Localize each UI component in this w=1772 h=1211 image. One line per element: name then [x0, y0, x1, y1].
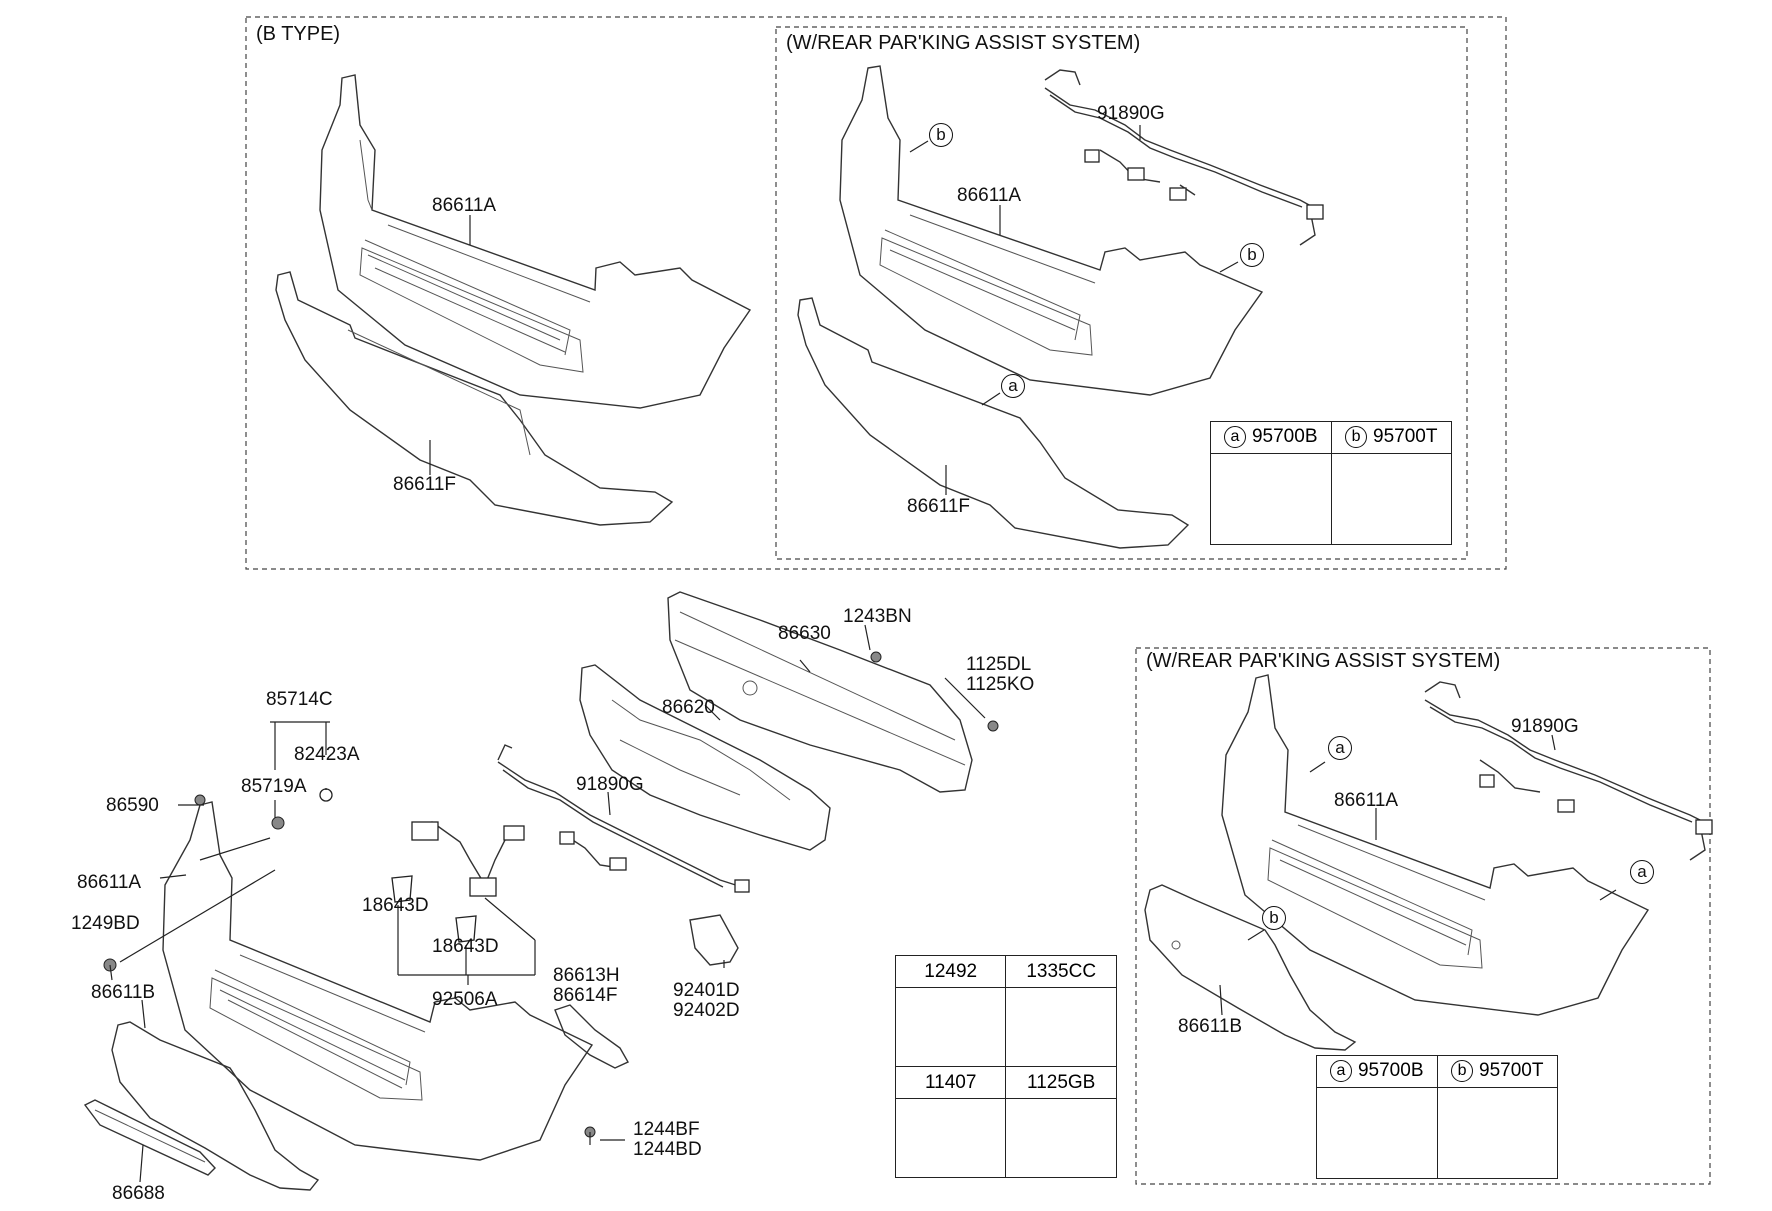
fastener-1125GB: 1125GB — [1005, 1066, 1117, 1099]
fastener-key-table: 12492 1335CC 11407 1125GB — [894, 955, 1117, 1178]
part-label-18643D: 18643D — [432, 936, 499, 957]
bumper-cover-b-type — [319, 74, 752, 409]
part-label-1243BN: 1243BN — [843, 606, 912, 627]
part-label-86620: 86620 — [662, 697, 715, 718]
part-label-86688: 86688 — [112, 1183, 165, 1204]
part-label-1244BD: 1244BD — [633, 1139, 702, 1160]
bumper-beam — [667, 591, 973, 793]
grille-strip — [83, 1099, 216, 1176]
sensor-harness-main — [497, 744, 750, 893]
callout-b: b — [1262, 906, 1286, 930]
part-label-85714C: 85714C — [266, 689, 333, 710]
section-title-b-type: (B TYPE) — [256, 23, 341, 45]
part-label-86611B: 86611B — [1178, 1016, 1243, 1037]
energy-absorber — [579, 664, 831, 851]
part-label-86614F: 86614F — [553, 985, 618, 1006]
part-label-1125KO: 1125KO — [966, 674, 1035, 695]
part-label-91890G: 91890G — [576, 774, 644, 795]
section-title-parking-assist-bottom: (W/REAR PAR'KING ASSIST SYSTEM) — [1146, 650, 1501, 672]
lower-skirt-parking-assist-bottom — [1144, 884, 1357, 1051]
part-label-86611F: 86611F — [393, 474, 457, 495]
part-label-86611A: 86611A — [1334, 790, 1399, 811]
section-title-parking-assist-top: (W/REAR PAR'KING ASSIST SYSTEM) — [786, 32, 1141, 54]
part-label-86611F: 86611F — [907, 496, 971, 517]
section-box-b-type — [245, 16, 1507, 570]
part-label-86590: 86590 — [106, 795, 159, 816]
callout-a: a — [1001, 374, 1025, 398]
callout-a: a — [1328, 736, 1352, 760]
bumper-cover-parking-assist-bottom — [1221, 674, 1650, 1016]
part-label-86613H: 86613H — [553, 965, 620, 986]
part-label-86611A: 86611A — [77, 872, 142, 893]
part-label-85719A: 85719A — [241, 776, 307, 797]
lower-skirt-parking-assist-top — [797, 297, 1190, 549]
callout-a: a — [1630, 860, 1654, 884]
side-bracket — [554, 1004, 629, 1069]
reflector — [689, 914, 739, 966]
part-label-92506A: 92506A — [432, 989, 498, 1010]
part-label-86611A: 86611A — [957, 185, 1022, 206]
bumper-cover-main — [162, 801, 594, 1161]
part-label-92401D: 92401D — [673, 980, 740, 1001]
part-label-91890G: 91890G — [1511, 716, 1579, 737]
part-label-91890G: 91890G — [1097, 103, 1165, 124]
part-label-1125DL: 1125DL — [966, 654, 1032, 675]
callout-b: b — [929, 123, 953, 147]
lower-skirt-main — [111, 1021, 320, 1191]
fastener-1335CC: 1335CC — [1005, 955, 1117, 988]
license-lamp-wiring — [391, 821, 525, 943]
part-label-18643D: 18643D — [362, 895, 429, 916]
fastener-12492: 12492 — [894, 955, 1007, 988]
lower-skirt-b-type — [275, 271, 674, 526]
bumper-cover-parking-assist-top — [839, 65, 1264, 396]
part-label-86611A: 86611A — [432, 195, 497, 216]
callout-b: b — [1240, 243, 1264, 267]
leader-lines-right — [1219, 734, 1617, 1016]
part-label-86630: 86630 — [778, 623, 831, 644]
hardware-bottom — [103, 651, 999, 1145]
leader-lines-top — [429, 125, 1239, 495]
leader-lines-bottom — [119, 624, 986, 1183]
section-box-parking-assist-top — [775, 26, 1468, 560]
sensor-harness-top — [1044, 69, 1324, 246]
part-label-1249BD: 1249BD — [71, 913, 140, 934]
fastener-11407: 11407 — [894, 1066, 1007, 1099]
part-label-92402D: 92402D — [673, 1000, 740, 1021]
part-label-86611B: 86611B — [91, 982, 156, 1003]
sensor-harness-bottom — [1424, 681, 1713, 861]
section-box-parking-assist-bottom — [1135, 647, 1711, 1185]
part-label-1244BF: 1244BF — [633, 1119, 700, 1140]
part-label-82423A: 82423A — [294, 744, 360, 765]
